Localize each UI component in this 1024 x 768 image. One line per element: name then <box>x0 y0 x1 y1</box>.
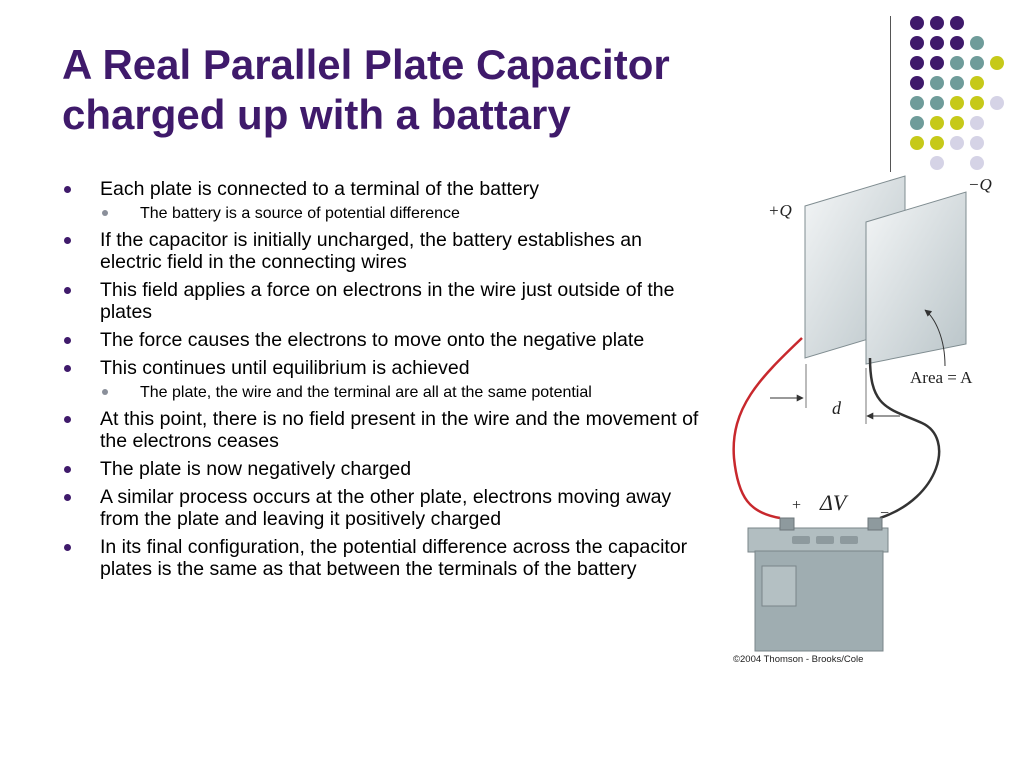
sub-bullet-list: The plate, the wire and the terminal are… <box>100 383 702 402</box>
battery-plus-sign: + <box>792 497 801 514</box>
title-line-1: A Real Parallel Plate Capacitor <box>62 41 670 88</box>
dot <box>910 136 924 150</box>
dot <box>970 96 984 110</box>
bullet-item: The plate is now negatively charged <box>62 458 702 480</box>
dot <box>990 56 1004 70</box>
dot <box>950 136 964 150</box>
dot <box>930 156 944 170</box>
dot <box>930 16 944 30</box>
slide-title: A Real Parallel Plate Capacitor charged … <box>62 40 862 140</box>
black-wire <box>868 357 941 520</box>
decorative-dot-grid <box>900 10 1020 170</box>
dot <box>910 16 924 30</box>
bullet-item: A similar process occurs at the other pl… <box>62 486 702 530</box>
battery-minus-sign: − <box>880 505 889 522</box>
battery-cap <box>792 536 810 544</box>
dot <box>950 76 964 90</box>
capacitor-battery-diagram: d Area = A +Q −Q + − ΔV <box>732 175 992 652</box>
bullet-item: In its final configuration, the potentia… <box>62 536 702 580</box>
dot <box>970 36 984 50</box>
battery-positive-terminal <box>779 517 795 531</box>
area-label: Area = A <box>910 368 973 387</box>
dot <box>950 96 964 110</box>
negative-plate <box>865 191 967 365</box>
dot <box>930 116 944 130</box>
dot <box>950 16 964 30</box>
bullet-item: This field applies a force on electrons … <box>62 279 702 323</box>
title-line-2: charged up with a battary <box>62 91 571 138</box>
delta-v-label: ΔV <box>819 490 849 515</box>
battery-label-panel <box>761 565 797 607</box>
copyright-credit: ©2004 Thomson - Brooks/Cole <box>733 654 864 665</box>
bullet-item: At this point, there is no field present… <box>62 408 702 452</box>
dot <box>950 56 964 70</box>
dot <box>910 116 924 130</box>
dot <box>910 36 924 50</box>
battery-negative-terminal <box>867 517 883 531</box>
dot <box>970 156 984 170</box>
dot <box>950 116 964 130</box>
area-pointer <box>924 309 946 367</box>
dot <box>910 96 924 110</box>
red-wire <box>732 337 803 520</box>
dot <box>970 116 984 130</box>
dot <box>910 76 924 90</box>
bullet-list: Each plate is connected to a terminal of… <box>62 178 702 586</box>
dot <box>930 56 944 70</box>
divider-line <box>890 16 891 172</box>
dot <box>970 76 984 90</box>
dot <box>930 36 944 50</box>
dot <box>930 136 944 150</box>
sub-bullet-item: The battery is a source of potential dif… <box>100 204 702 223</box>
dot <box>910 56 924 70</box>
minus-q-label: −Q <box>968 175 992 194</box>
sub-bullet-list: The battery is a source of potential dif… <box>100 204 702 223</box>
dot <box>990 96 1004 110</box>
d-label: d <box>832 398 842 418</box>
sub-bullet-item: The plate, the wire and the terminal are… <box>100 383 702 402</box>
bullet-text: Each plate is connected to a terminal of… <box>100 178 540 200</box>
dot <box>930 76 944 90</box>
dot <box>950 36 964 50</box>
bullet-text: This continues until equilibrium is achi… <box>100 357 470 379</box>
bullet-item: This continues until equilibrium is achi… <box>62 357 702 402</box>
battery-cap <box>816 536 834 544</box>
bullet-item: Each plate is connected to a terminal of… <box>62 178 702 223</box>
bullet-item: If the capacitor is initially uncharged,… <box>62 229 702 273</box>
bullet-item: The force causes the electrons to move o… <box>62 329 702 351</box>
dot <box>970 56 984 70</box>
battery-cap <box>840 536 858 544</box>
plus-q-label: +Q <box>768 201 792 220</box>
dot <box>970 136 984 150</box>
dot <box>930 96 944 110</box>
